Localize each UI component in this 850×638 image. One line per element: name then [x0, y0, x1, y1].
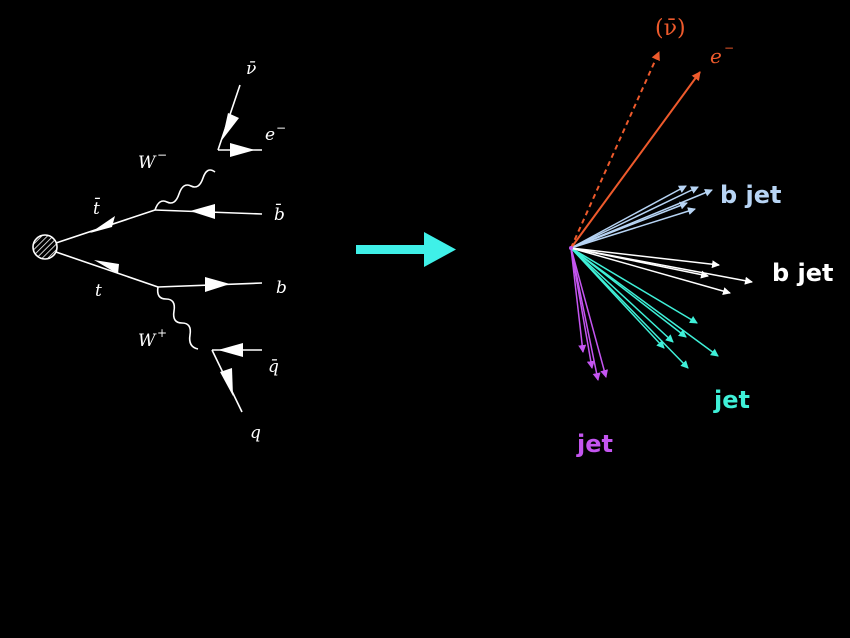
antineutrino-label: ν̄ [246, 59, 256, 79]
top-bar-arrow-icon [90, 216, 115, 233]
b-arrow-icon [205, 277, 230, 292]
magenta-jet-tracks [570, 247, 609, 381]
q-arrow-icon [220, 368, 233, 396]
cyan-jet-label: jet [713, 386, 750, 414]
q-label: q [250, 423, 261, 443]
cyan-jet-tracks [570, 247, 719, 369]
feynman-diagram [32, 84, 263, 413]
upper-b-jet-label: b jet [720, 181, 782, 209]
final-state-event [569, 51, 753, 381]
w-plus-label: W [138, 331, 157, 351]
electron-final-label: e [710, 44, 722, 68]
electron-label: e [265, 125, 275, 145]
electron-arrow [570, 71, 701, 249]
electron-arrow-icon [230, 143, 255, 157]
w-plus-boson-line [156, 286, 199, 350]
top-bar-label: t̄ [93, 196, 100, 219]
feynman-labels: ν̄ e − W − t̄ b̄ t b W + q̄ q [93, 59, 287, 443]
upper-b-jet-tracks [570, 185, 713, 249]
w-minus-label: W [138, 153, 157, 173]
magenta-jet-label: jet [576, 430, 613, 458]
b-bar-arrow-icon [190, 204, 215, 219]
top-label: t [95, 281, 102, 301]
electron-charge-label: − [276, 121, 286, 135]
interaction-vertex [569, 246, 573, 250]
production-vertex-blob [32, 234, 58, 260]
electron-final-charge: − [724, 41, 734, 55]
b-bar-label: b̄ [274, 202, 285, 225]
top-propagator [55, 251, 159, 288]
b-label: b [276, 278, 287, 298]
w-minus-charge-label: − [157, 148, 167, 162]
w-plus-charge-label: + [157, 326, 167, 340]
lower-b-jet-tracks [570, 247, 753, 295]
q-bar-arrow-icon [218, 343, 243, 357]
neutrino-label: (ν̄) [655, 16, 686, 41]
q-bar-label: q̄ [268, 357, 279, 377]
w-minus-boson-line [154, 169, 216, 211]
antineutrino-arrow-icon [222, 113, 239, 140]
transition-arrow-icon [356, 232, 456, 267]
final-state-labels: (ν̄) e − b jet b jet jet jet [576, 16, 834, 458]
lower-b-jet-label: b jet [772, 259, 834, 287]
top-arrow-icon [94, 260, 119, 274]
